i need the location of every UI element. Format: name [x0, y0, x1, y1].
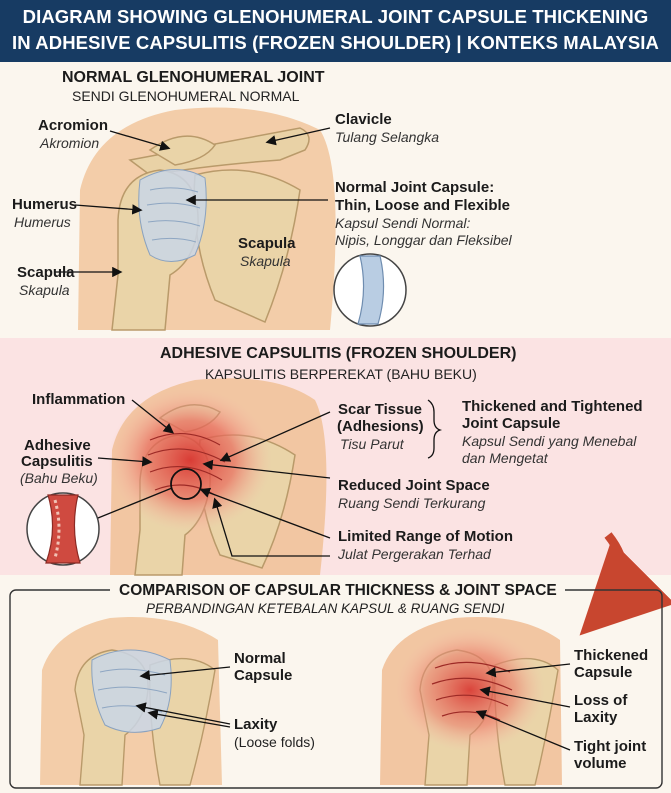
comparison-subtitle: PERBANDINGAN KETEBALAN KAPSUL & RUANG SE… — [146, 601, 505, 616]
label-limited-motion-ms: Julat Pergerakan Terhad — [338, 546, 491, 562]
label-normal-capsule-ms-1: Kapsul Sendi Normal: — [335, 215, 471, 231]
label-acromion: Acromion — [38, 117, 109, 134]
label-adhesive-1: Adhesive — [24, 437, 91, 454]
normal-shoulder-figure — [78, 107, 336, 331]
label-thickened-capsule-2: Capsule — [574, 664, 633, 681]
normal-capsule-inset — [333, 253, 407, 327]
comparison-title-gap — [110, 580, 565, 602]
label-tight-volume-1: Tight joint — [574, 738, 647, 755]
label-scapula-left: Scapula — [17, 264, 75, 281]
adhesive-title: ADHESIVE CAPSULITIS (FROZEN SHOULDER) — [160, 345, 517, 362]
inflammation-region — [108, 388, 272, 532]
label-inflammation: Inflammation — [32, 391, 126, 408]
label-acromion-ms: Akromion — [40, 135, 100, 151]
label-humerus-ms: Humerus — [14, 214, 71, 230]
label-scapula-left-ms: Skapula — [19, 282, 70, 298]
label-thickened-2: Joint Capsule — [462, 415, 561, 432]
label-thickened-ms-2: dan Mengetat — [462, 450, 548, 466]
comparison-adhesive-figure — [380, 616, 562, 786]
label-thickened-capsule-1: Thickened — [574, 647, 649, 664]
transition-arrow — [579, 532, 671, 636]
label-tight-volume-2: volume — [574, 755, 627, 772]
label-scar-ms: Tisu Parut — [340, 436, 404, 452]
label-scar-1: Scar Tissue — [338, 401, 422, 418]
label-loss-laxity-2: Laxity — [574, 709, 618, 726]
label-adhesive-2: Capsulitis — [21, 453, 93, 470]
label-clavicle: Clavicle — [335, 111, 392, 128]
normal-capsule — [138, 169, 207, 262]
label-laxity: Laxity — [234, 716, 278, 733]
label-normal-capsule-cmp-2: Capsule — [234, 667, 293, 684]
magnify-ring — [170, 468, 202, 500]
comparison-normal-figure — [40, 616, 222, 786]
label-thickened-ms-1: Kapsul Sendi yang Menebal — [462, 433, 637, 449]
normal-title: NORMAL GLENOHUMERAL JOINT — [62, 69, 325, 86]
normal-subtitle: SENDI GLENOHUMERAL NORMAL — [72, 88, 300, 104]
adhesive-subtitle: KAPSULITIS BERPEREKAT (BAHU BEKU) — [205, 366, 477, 382]
label-humerus: Humerus — [12, 196, 78, 213]
label-laxity-sub: (Loose folds) — [234, 734, 315, 750]
label-normal-capsule-1: Normal Joint Capsule: — [335, 179, 495, 196]
label-normal-capsule-2: Thin, Loose and Flexible — [335, 197, 511, 214]
label-scapula-mid: Scapula — [238, 235, 296, 252]
label-adhesive-ms: (Bahu Beku) — [20, 470, 98, 486]
comparison-leader-lines — [135, 663, 571, 751]
label-clavicle-ms: Tulang Selangka — [335, 129, 440, 145]
label-scar-2: (Adhesions) — [337, 418, 424, 435]
label-normal-capsule-cmp-1: Normal — [234, 650, 286, 667]
adhesive-capsule-inset — [26, 492, 100, 566]
header-title-line1: DIAGRAM SHOWING GLENOHUMERAL JOINT CAPSU… — [22, 6, 649, 27]
header-title-line2: IN ADHESIVE CAPSULITIS (FROZEN SHOULDER)… — [12, 32, 659, 53]
label-limited-motion: Limited Range of Motion — [338, 528, 513, 545]
normal-leader-lines — [55, 127, 331, 278]
header-banner: DIAGRAM SHOWING GLENOHUMERAL JOINT CAPSU… — [0, 0, 671, 62]
comparison-title: COMPARISON OF CAPSULAR THICKNESS & JOINT… — [119, 582, 557, 599]
label-normal-capsule-ms-2: Nipis, Longgar dan Fleksibel — [335, 232, 512, 248]
adhesive-leader-lines — [97, 399, 443, 557]
label-reduced-space: Reduced Joint Space — [338, 477, 490, 494]
label-reduced-space-ms: Ruang Sendi Terkurang — [338, 495, 486, 511]
label-scapula-mid-ms: Skapula — [240, 253, 291, 269]
label-thickened-1: Thickened and Tightened — [462, 398, 643, 415]
label-loss-laxity-1: Loss of — [574, 692, 628, 709]
